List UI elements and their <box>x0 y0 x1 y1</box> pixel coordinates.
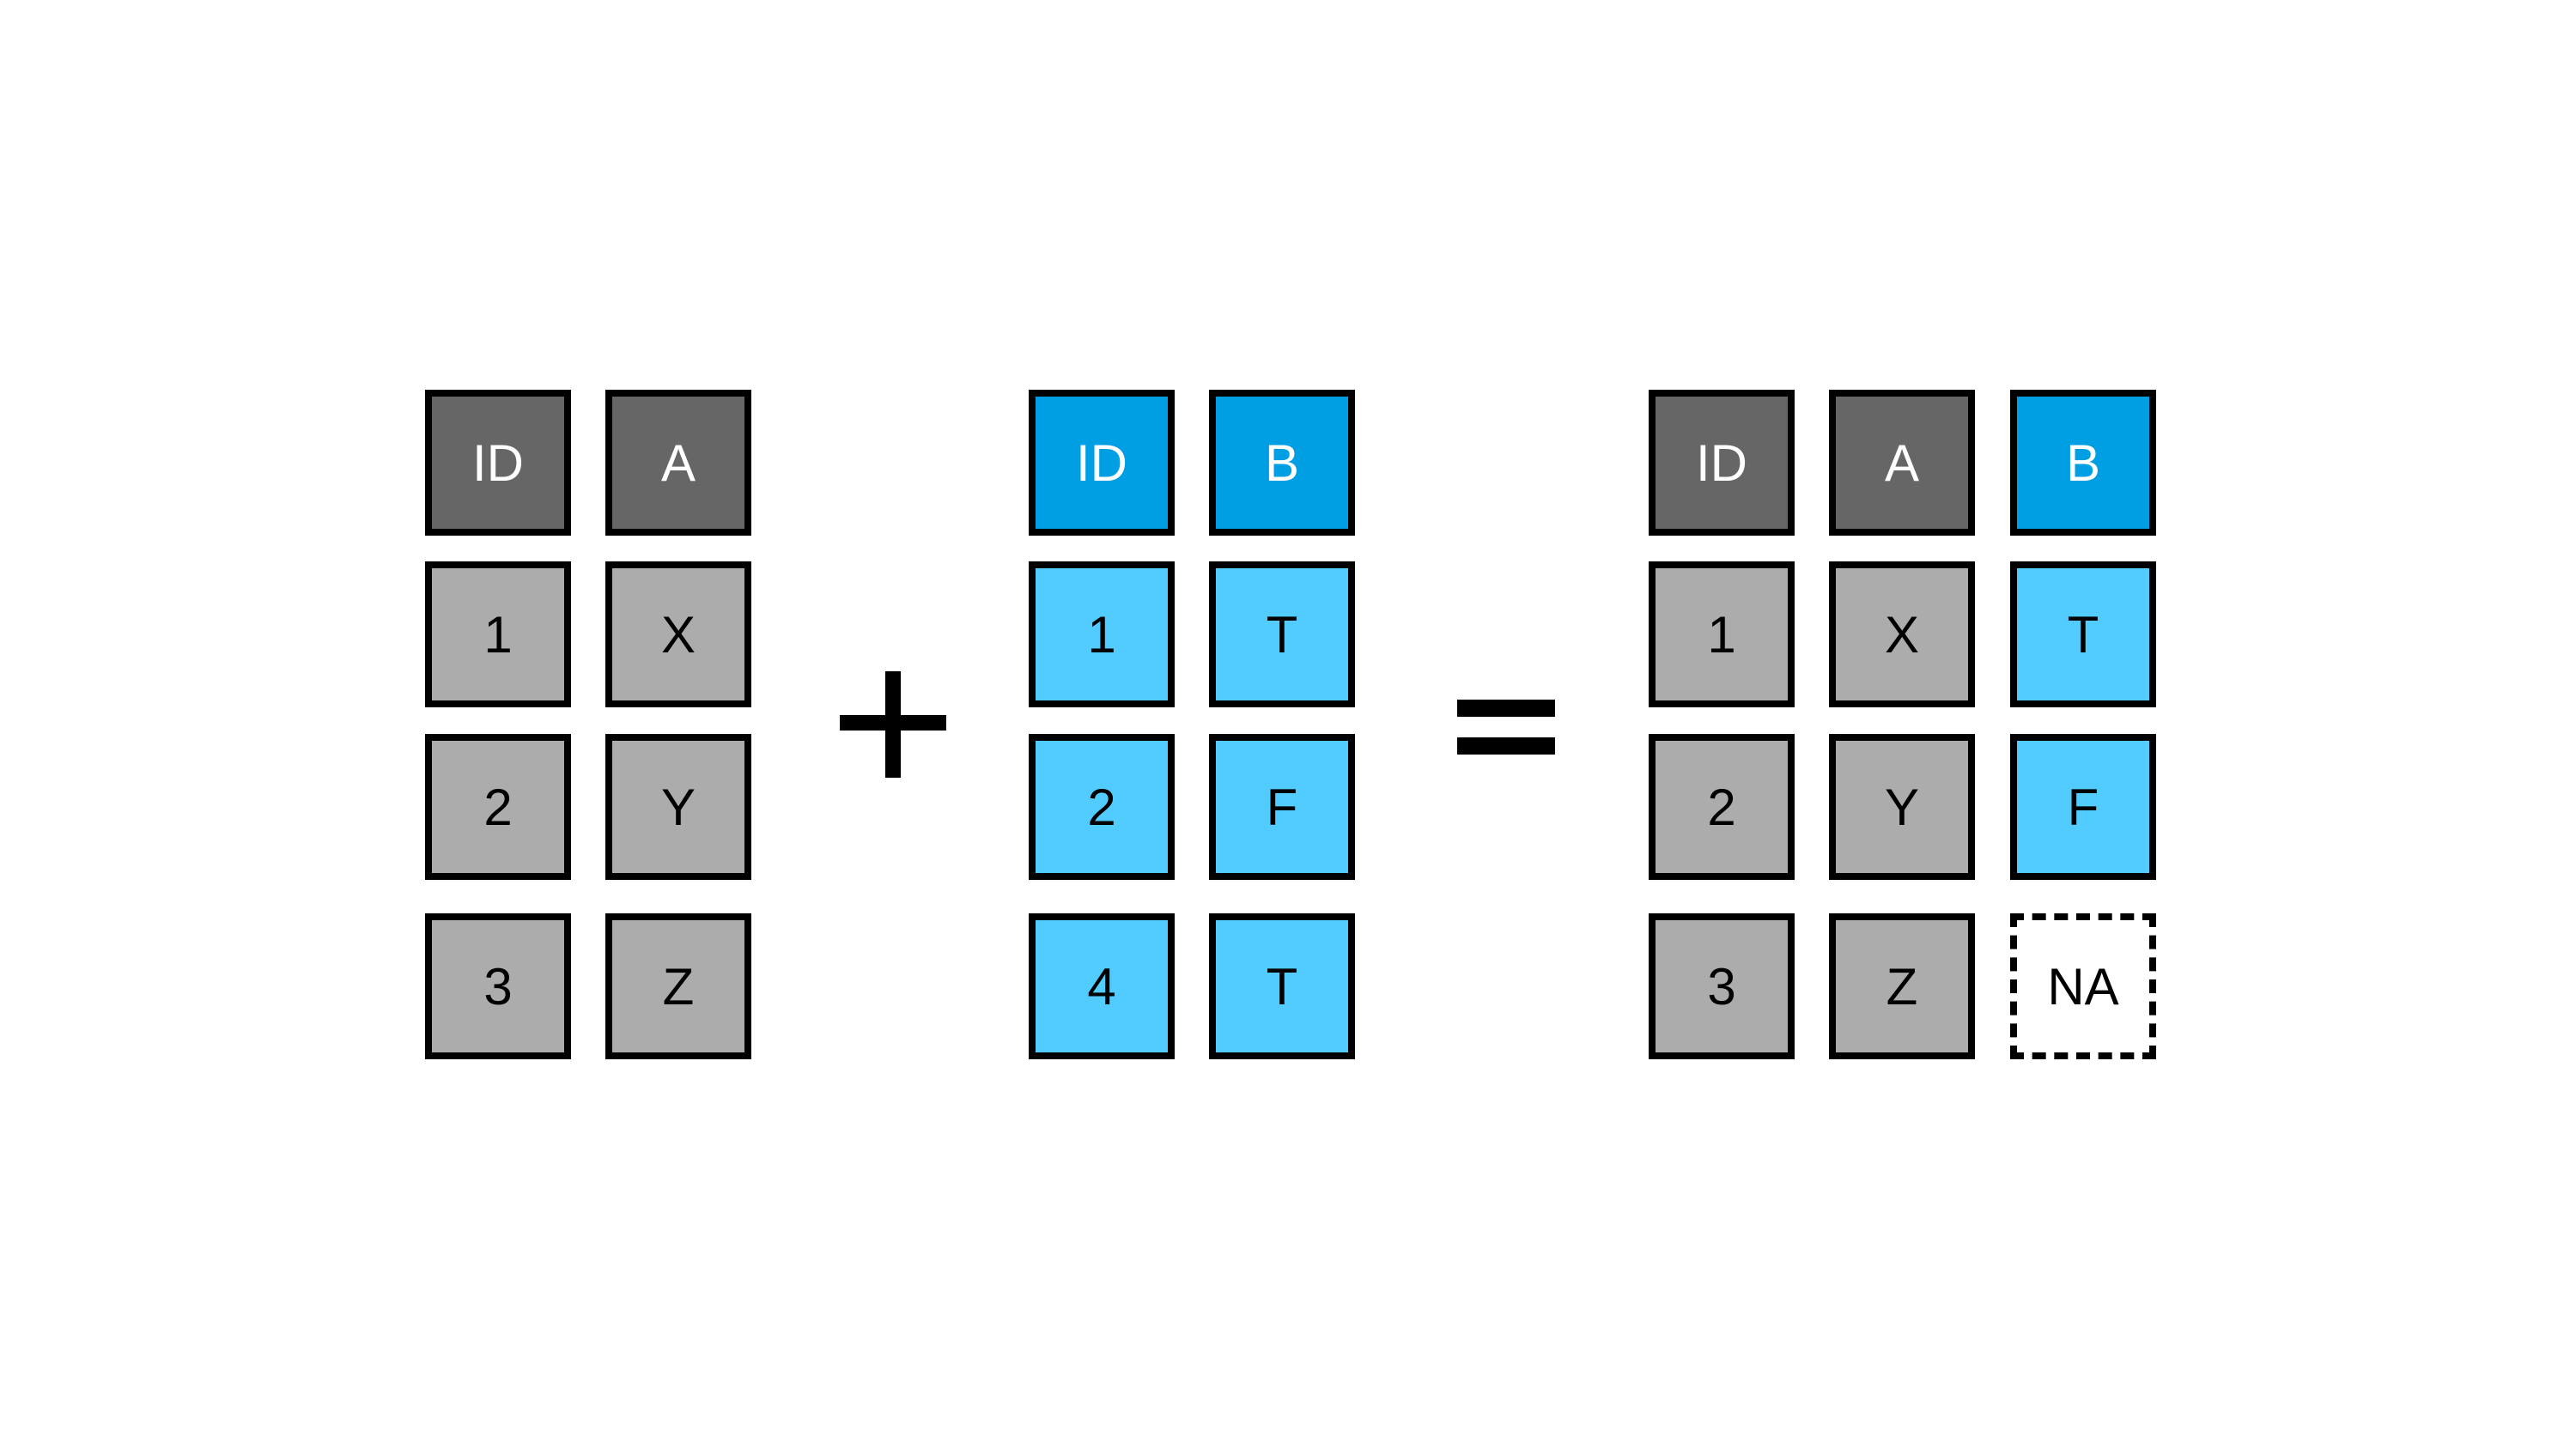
right-header-id: ID <box>1029 390 1175 536</box>
left-cell: X <box>605 561 751 707</box>
result-cell-missing: NA <box>2010 913 2156 1059</box>
result-cell: F <box>2010 734 2156 880</box>
left-header-id: ID <box>425 390 571 536</box>
equals-icon-top-bar <box>1457 700 1555 717</box>
left-cell: 2 <box>425 734 571 880</box>
result-header-id: ID <box>1649 390 1795 536</box>
left-header-a: A <box>605 390 751 536</box>
right-cell: T <box>1209 913 1355 1059</box>
right-cell: F <box>1209 734 1355 880</box>
result-cell: 2 <box>1649 734 1795 880</box>
result-cell: Z <box>1829 913 1975 1059</box>
result-header-a: A <box>1829 390 1975 536</box>
right-cell: 2 <box>1029 734 1175 880</box>
equals-icon-bottom-bar <box>1457 737 1555 755</box>
result-header-b: B <box>2010 390 2156 536</box>
left-cell: Y <box>605 734 751 880</box>
left-cell: Z <box>605 913 751 1059</box>
result-cell: Y <box>1829 734 1975 880</box>
right-cell: T <box>1209 561 1355 707</box>
right-header-b: B <box>1209 390 1355 536</box>
plus-icon-vertical <box>885 671 901 778</box>
result-cell: T <box>2010 561 2156 707</box>
right-cell: 1 <box>1029 561 1175 707</box>
result-cell: 3 <box>1649 913 1795 1059</box>
right-cell: 4 <box>1029 913 1175 1059</box>
left-cell: 1 <box>425 561 571 707</box>
result-cell: 1 <box>1649 561 1795 707</box>
left-cell: 3 <box>425 913 571 1059</box>
result-cell: X <box>1829 561 1975 707</box>
